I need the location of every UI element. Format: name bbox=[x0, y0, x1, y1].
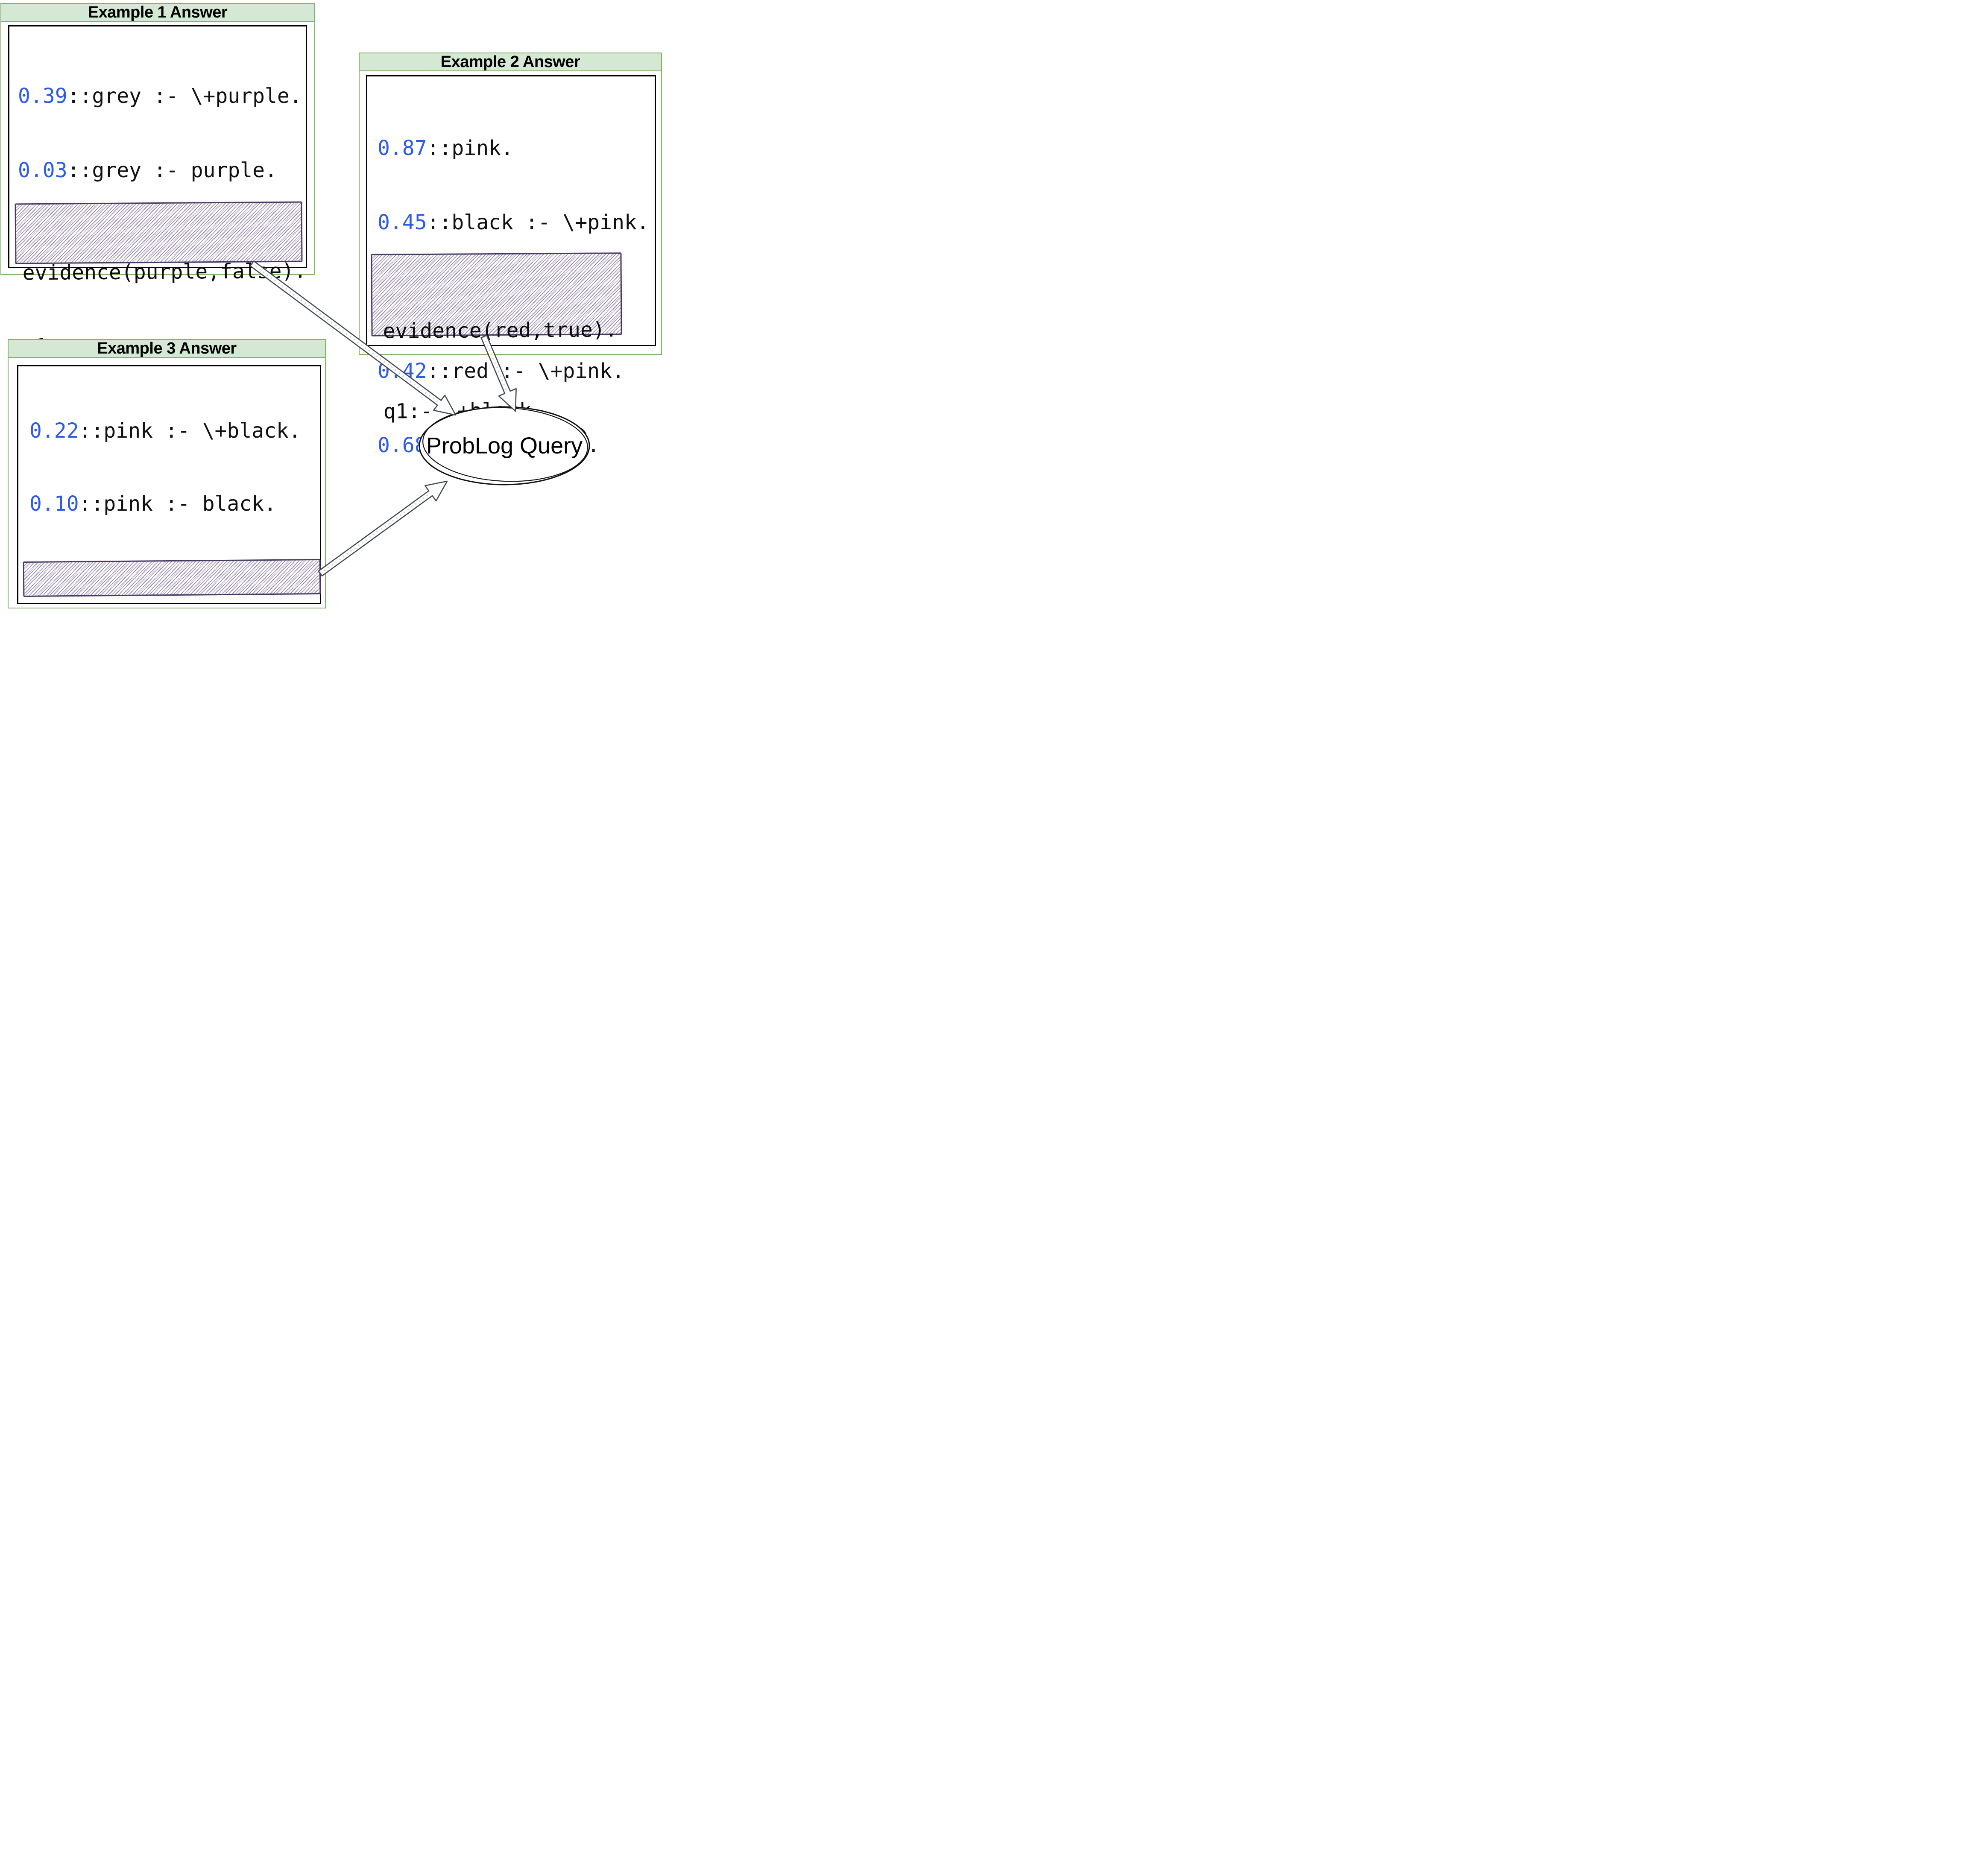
example-2-query-highlight: evidence(red,true). q1:- \+black. bbox=[371, 252, 622, 424]
example-2-panel: Example 2 Answer 0.87::pink. 0.45::black… bbox=[359, 53, 662, 457]
example-3-title: Example 3 Answer bbox=[97, 339, 237, 357]
code-line: 0.10::pink :- black. bbox=[29, 491, 320, 517]
example-3-header: Example 3 Answer bbox=[9, 340, 325, 358]
code-line: 0.87::pink. bbox=[378, 135, 655, 161]
code-line: 0.03::grey :- purple. bbox=[18, 157, 306, 184]
code-text: ::black :- \+pink. bbox=[427, 211, 649, 234]
example-3-query-highlight: q1:- yellow, \+blue. bbox=[23, 559, 321, 597]
probability-value: 0.03 bbox=[18, 158, 67, 182]
example-2-header: Example 2 Answer bbox=[360, 53, 661, 71]
probability-value: 0.68 bbox=[378, 433, 427, 457]
highlight-code-line: evidence(red,true). bbox=[383, 318, 618, 343]
example-1-query-highlight: evidence(purple,false). q1:- grey. bbox=[15, 201, 307, 358]
code-text: ::pink :- \+black. bbox=[79, 419, 301, 443]
code-line: 0.45::black :- \+pink. bbox=[378, 209, 655, 236]
probability-value: 0.87 bbox=[378, 136, 427, 160]
code-line: 0.39::grey :- \+purple. bbox=[18, 83, 306, 109]
probability-value: 0.39 bbox=[18, 84, 67, 108]
diagram-canvas: Example 1 Answer 0.39::grey :- \+purple.… bbox=[0, 0, 663, 617]
problog-query-label: ProbLog Query bbox=[426, 433, 583, 459]
probability-value: 0.22 bbox=[29, 419, 79, 443]
example-3-panel: Example 3 Answer 0.22::pink :- \+black. … bbox=[8, 339, 326, 608]
code-line: 0.22::pink :- \+black. bbox=[29, 418, 320, 444]
probability-value: 0.45 bbox=[378, 211, 427, 234]
highlight-code-line: evidence(purple,false). bbox=[22, 259, 307, 285]
example-1-title: Example 1 Answer bbox=[88, 3, 228, 21]
probability-value: 0.10 bbox=[29, 492, 79, 516]
example-2-title: Example 2 Answer bbox=[440, 53, 580, 71]
code-text: ::grey :- \+purple. bbox=[67, 84, 302, 108]
code-text: ::pink :- black. bbox=[79, 492, 276, 516]
example-1-panel: Example 1 Answer 0.39::grey :- \+purple.… bbox=[0, 3, 315, 358]
code-text: ::pink. bbox=[427, 136, 513, 160]
code-text: ::grey :- purple. bbox=[67, 158, 277, 182]
example-1-header: Example 1 Answer bbox=[1, 4, 314, 22]
